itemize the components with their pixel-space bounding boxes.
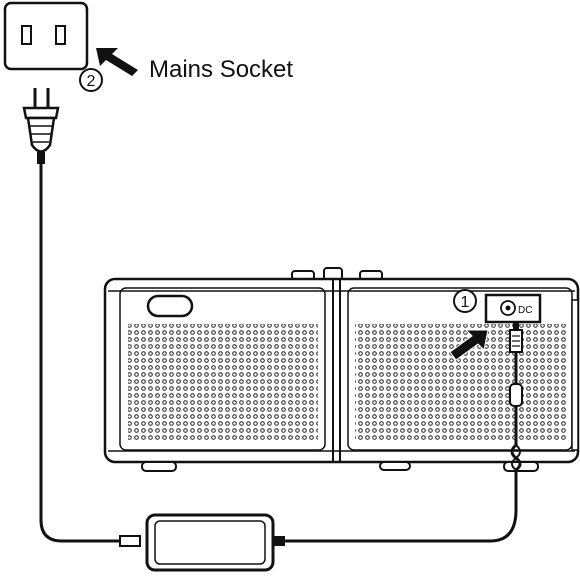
dc-port: DC	[484, 293, 542, 324]
dc-cable	[285, 470, 518, 543]
step-1-number: 1	[461, 294, 470, 311]
step-1-marker: 1	[453, 289, 477, 313]
pointer-arrow-icon	[449, 329, 489, 361]
projector	[103, 267, 580, 472]
mains-cable	[39, 163, 120, 543]
pointer-arrow-icon	[96, 48, 138, 76]
power-adapter-icon	[119, 513, 285, 572]
dc-plug-icon	[509, 322, 523, 472]
dc-label: DC	[518, 305, 532, 316]
wall-outlet-icon	[3, 1, 89, 71]
right-speaker-grille	[355, 324, 567, 442]
left-speaker-grille	[128, 324, 318, 442]
step-2-marker: 2	[79, 68, 103, 92]
power-plug-icon	[22, 88, 60, 164]
mains-socket-label: Mains Socket	[149, 56, 293, 83]
oval-button	[146, 294, 194, 318]
step-2-number: 2	[87, 73, 96, 90]
